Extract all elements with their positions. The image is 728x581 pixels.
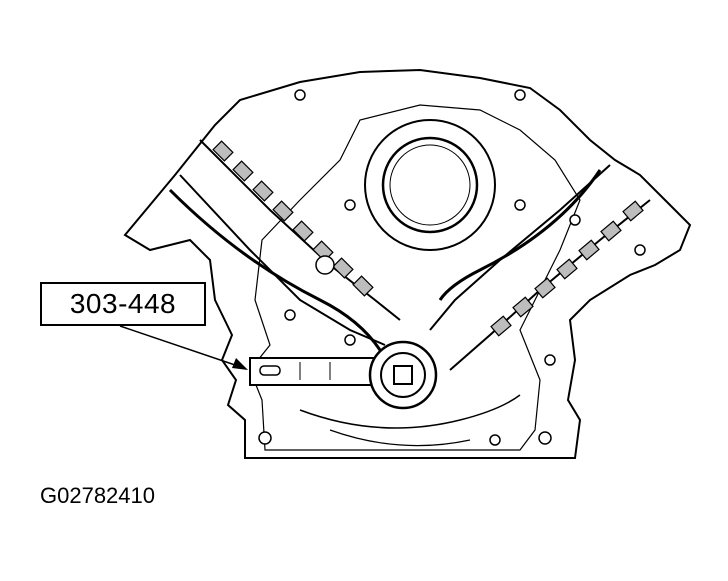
- right-chain-guide: [438, 169, 602, 301]
- lower-cover-detail: [299, 394, 521, 429]
- crankshaft-sprocket: [368, 340, 438, 410]
- lower-cover-detail-2: [329, 429, 471, 447]
- right-timing-chain: [429, 164, 651, 371]
- bolt-holes: [258, 89, 646, 446]
- engine-block-inner: [249, 104, 581, 451]
- left-chain-guide: [168, 188, 382, 351]
- callout-leader-arrow: [119, 325, 248, 370]
- front-bore: [364, 119, 496, 251]
- figure-id-label: G02782410: [40, 483, 155, 508]
- tool-callout-label: 303-448: [40, 282, 206, 326]
- engine-block-outline: [123, 68, 692, 459]
